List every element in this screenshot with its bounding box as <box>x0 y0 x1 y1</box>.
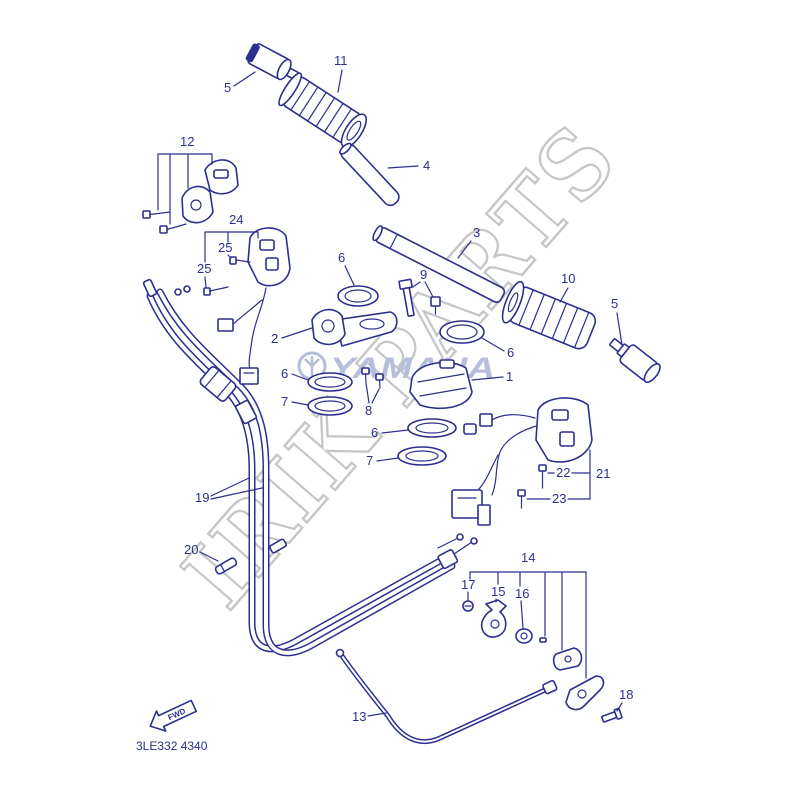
callout-label: 16 <box>515 586 529 601</box>
connector <box>239 367 259 385</box>
throttle-tube-4 <box>339 142 400 207</box>
clamp-2 <box>311 308 398 347</box>
screw-25 <box>229 256 251 265</box>
bolt-9 <box>398 278 415 317</box>
ring-6 <box>439 320 485 344</box>
screw-17 <box>462 600 474 612</box>
tuning-fork-mark <box>304 356 320 376</box>
callout-label: 6 <box>507 345 514 360</box>
callout-label: 1 <box>506 369 513 384</box>
handlebar-switch-left-24 <box>217 227 291 385</box>
cable-holder-14 <box>552 647 583 671</box>
screw-18 <box>601 707 623 723</box>
screw <box>159 223 187 234</box>
callout-label: 7 <box>281 394 288 409</box>
screw-23 <box>517 489 526 509</box>
callout-label: 15 <box>491 584 505 599</box>
screw <box>142 210 171 219</box>
callout-label: 3 <box>473 225 480 240</box>
handlebar-3 <box>372 225 506 303</box>
leader-lines <box>157 69 623 717</box>
callout-label: 11 <box>334 53 348 68</box>
pulley-15 <box>480 599 507 638</box>
screw-8 <box>361 367 384 389</box>
washer-16 <box>515 628 533 644</box>
cable-sleeve <box>199 366 237 402</box>
callout-label: 7 <box>366 453 373 468</box>
switch-housing-12 <box>142 159 239 234</box>
cable-end-top <box>142 278 158 298</box>
ring-7 <box>307 396 353 416</box>
forward-arrow-icon: FWD <box>149 699 198 732</box>
end-weight-right <box>609 338 661 384</box>
callout-label: 5 <box>224 80 231 95</box>
screw-25 <box>203 286 229 296</box>
throttle-cables-19 <box>142 278 478 657</box>
callout-label: 6 <box>371 425 378 440</box>
connector <box>477 504 491 526</box>
throttle-grip-11 <box>278 72 368 149</box>
cable-guide-20 <box>214 557 238 575</box>
callout-label: 6 <box>338 250 345 265</box>
callout-label: 25 <box>218 240 232 255</box>
cable-clip <box>269 538 287 554</box>
callout-label: 13 <box>352 709 366 724</box>
callout-label: 19 <box>195 490 209 505</box>
callout-label: 23 <box>552 491 566 506</box>
clutch-cable-13 <box>335 648 558 745</box>
screw-22 <box>538 464 547 489</box>
callout-label: 17 <box>461 577 475 592</box>
callout-label: 10 <box>561 271 575 286</box>
connector <box>451 489 483 519</box>
callout-label: 12 <box>180 134 194 149</box>
callout-label: 9 <box>420 267 427 282</box>
callout-label: 8 <box>365 403 372 418</box>
callout-label: 6 <box>281 366 288 381</box>
cable-nipple <box>183 285 191 293</box>
callout-label: 20 <box>184 542 198 557</box>
bracket-14 <box>565 675 605 711</box>
cable-adjuster <box>235 399 257 425</box>
callout-label: 14 <box>521 550 535 565</box>
cable-nipple <box>174 288 182 296</box>
drawing-code: 3LE332 4340 <box>136 739 208 753</box>
nut-9 <box>430 296 441 315</box>
callout-label: 25 <box>197 261 211 276</box>
handlebar-switch-right <box>451 397 593 526</box>
connector <box>217 318 234 332</box>
ring-7 <box>397 446 447 466</box>
housing-lower-half <box>181 185 214 224</box>
ring-6 <box>307 372 353 392</box>
cable-end-lower <box>437 549 459 570</box>
ring-6 <box>337 285 379 307</box>
throttle-pulley-assembly-14 <box>462 599 623 723</box>
callout-label: 18 <box>619 687 633 702</box>
ring-6 <box>407 418 477 438</box>
switch-body-1 <box>409 359 473 410</box>
callout-label: 2 <box>271 331 278 346</box>
connector <box>479 413 493 427</box>
grip-10 <box>501 280 597 350</box>
callout-label: 24 <box>229 212 243 227</box>
callout-labels: 5 11 4 12 24 25 25 3 6 9 10 5 2 6 1 6 7 … <box>180 53 633 724</box>
callout-label: 21 <box>596 466 610 481</box>
callout-label: 5 <box>611 296 618 311</box>
callout-label: 4 <box>423 158 430 173</box>
callout-label: 22 <box>556 465 570 480</box>
pin <box>539 637 547 643</box>
